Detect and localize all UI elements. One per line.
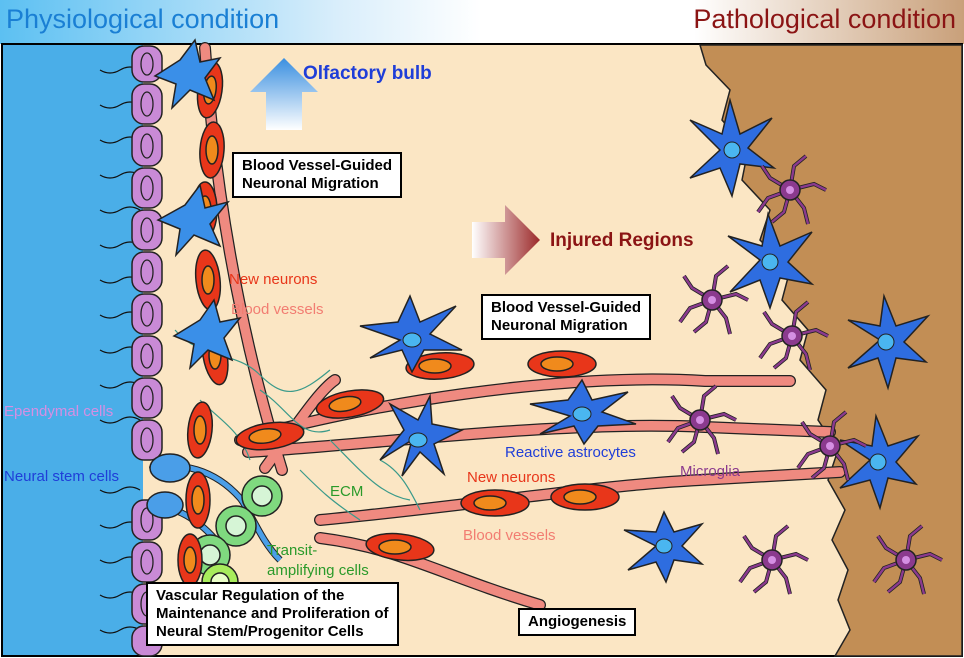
microglia-cells xyxy=(666,154,943,595)
migration-box-mid-line-2: Neuronal Migration xyxy=(491,317,628,334)
olfactory-bulb-label: Olfactory bulb xyxy=(303,63,432,84)
ventricle xyxy=(3,45,143,655)
microglia-label: Microglia xyxy=(680,463,741,480)
migration-box-top-line-2: Neuronal Migration xyxy=(242,175,379,192)
transit-amplifying-label-2: amplifying cells xyxy=(267,562,369,579)
ependymal-nuclei xyxy=(140,52,154,617)
neural-stem-cells-label: Neural stem cells xyxy=(4,468,120,485)
angiogenesis-box: Angiogenesis xyxy=(518,608,637,636)
ependymal-cells-label: Ependymal cells xyxy=(4,403,114,420)
ependymal-cells xyxy=(131,45,163,657)
vascular-regulation-line-2: Maintenance and Proliferation of xyxy=(156,605,389,622)
physiological-condition-title: Physiological condition xyxy=(6,4,280,34)
reactive-astrocytes-label: Reactive astrocytes xyxy=(505,444,636,461)
migration-box-top: Blood Vessel-Guided Neuronal Migration xyxy=(232,152,403,198)
injured-regions-label: Injured Regions xyxy=(550,230,694,251)
transit-amplifying-label-1: Transit- xyxy=(267,542,318,559)
migration-box-mid-line-1: Blood Vessel-Guided xyxy=(491,299,642,316)
ecm-label: ECM xyxy=(330,483,364,500)
stream-astrocytes xyxy=(153,38,242,371)
blood-vessels-label-2: Blood vessels xyxy=(463,527,556,544)
header-band xyxy=(0,0,964,44)
injured-regions-arrow-icon xyxy=(472,205,540,275)
vascular-regulation-box: Vascular Regulation of the Maintenance a… xyxy=(146,582,399,646)
vascular-regulation-line-1: Vascular Regulation of the xyxy=(156,587,345,604)
migration-box-top-line-1: Blood Vessel-Guided xyxy=(242,157,393,174)
vascular-regulation-line-3: Neural Stem/Progenitor Cells xyxy=(156,623,364,640)
olfactory-bulb-arrow-icon xyxy=(250,58,318,130)
migration-box-mid: Blood Vessel-Guided Neuronal Migration xyxy=(481,294,652,340)
blood-vessels-label-1: Blood vessels xyxy=(231,301,324,318)
pathological-condition-title: Pathological condition xyxy=(693,4,956,34)
new-neurons-label-1: New neurons xyxy=(229,271,318,288)
angiogenesis-label: Angiogenesis xyxy=(528,613,627,630)
new-neurons-label-2: New neurons xyxy=(467,469,556,486)
astrocyte-nuclei xyxy=(402,141,895,554)
